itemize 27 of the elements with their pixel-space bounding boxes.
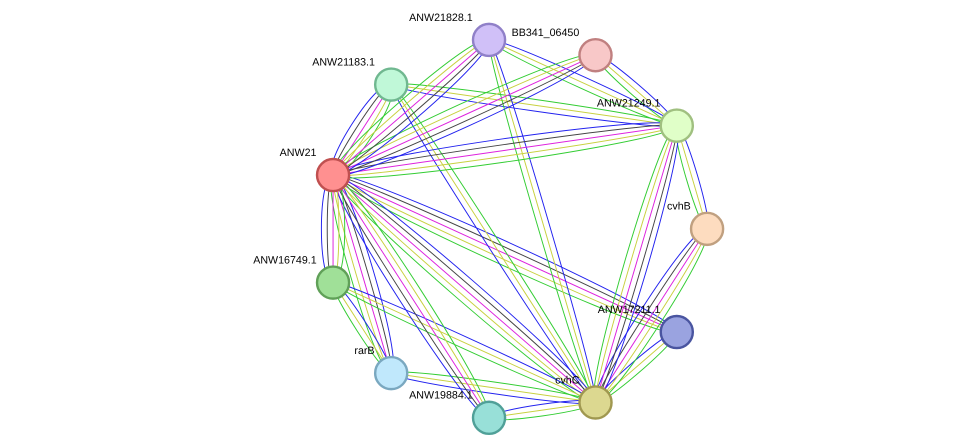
node-circle	[472, 22, 506, 58]
node-circle	[690, 212, 724, 246]
connector	[504, 404, 580, 416]
node-label: ANW21	[280, 146, 316, 159]
connector	[332, 190, 334, 267]
node-label: ANW21183.1	[312, 56, 375, 68]
node-circle	[316, 265, 350, 300]
node-circle	[374, 67, 408, 102]
node-circle	[660, 314, 694, 350]
node-label: BB341_06450	[512, 27, 580, 40]
node-circle	[472, 400, 506, 436]
node-label: ANW21828.1	[409, 12, 473, 24]
connector	[504, 408, 581, 420]
node-circle	[374, 356, 408, 390]
node-circle	[316, 158, 350, 192]
node-circle	[578, 385, 613, 420]
node-circle	[578, 38, 613, 72]
connector	[684, 138, 708, 213]
connector	[680, 140, 703, 214]
node-label: ANW16749.1	[253, 254, 317, 266]
connector	[503, 400, 580, 412]
connector	[340, 188, 346, 270]
node-label: cvhB	[667, 200, 691, 213]
connector	[320, 188, 326, 270]
node-circle	[660, 108, 694, 143]
connector	[326, 190, 330, 268]
connector	[336, 190, 340, 268]
